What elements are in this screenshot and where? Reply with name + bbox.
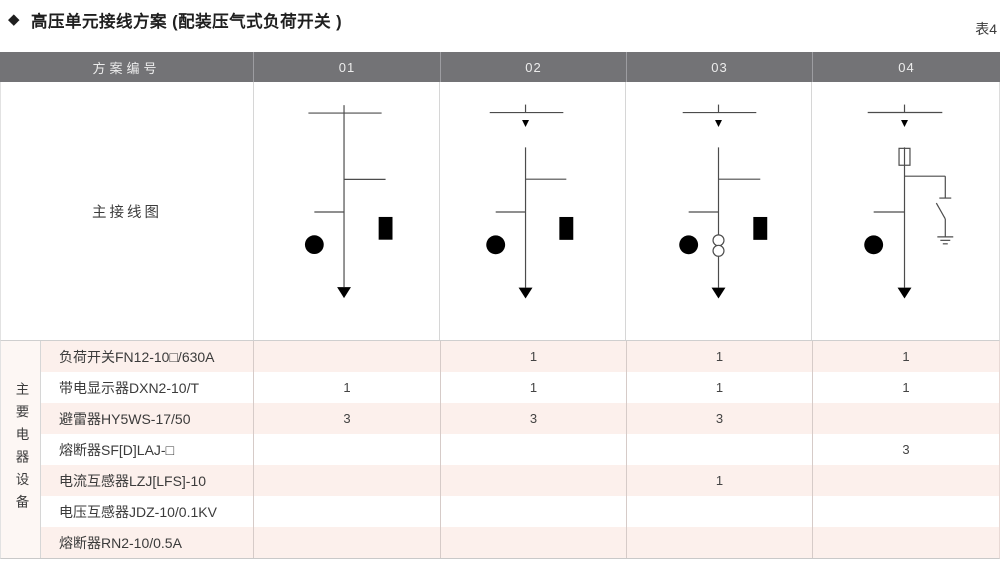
live-display-icon: [863, 211, 883, 266]
table-row: 避雷器HY5WS-17/50 3 3 3: [41, 403, 999, 434]
table-row: 带电显示器DXN2-10/T 1 1 1 1: [41, 372, 999, 403]
equipment-name: 熔断器SF[D]LAJ-□: [59, 441, 175, 458]
qty-cell: [253, 527, 440, 558]
qty-cell: [440, 496, 626, 527]
busbar: [682, 104, 757, 114]
equipment-side-label: 主要电器设备: [13, 382, 29, 517]
wiring-diagram-01: [304, 105, 394, 299]
qty-cell: 3: [626, 403, 812, 434]
cable-outgoing-icon: [337, 287, 351, 299]
table-row: 负荷开关FN12-10□/630A 1 1 1: [41, 341, 999, 372]
scheme-table: 方案编号 01 02 03 04 主接线图: [0, 52, 1000, 559]
title-bar: ◆ 高压单元接线方案 (配装压气式负荷开关 ) 表4: [0, 6, 1000, 46]
diagram-row: 主接线图: [0, 82, 1000, 341]
qty-cell: [440, 434, 626, 465]
table-number-label: 表4: [975, 21, 997, 37]
equipment-side-cell: 主要电器设备: [1, 341, 41, 558]
diamond-bullet-icon: ◆: [8, 11, 20, 28]
qty-cell: [626, 434, 812, 465]
qty-cell: 1: [626, 372, 812, 403]
equipment-name: 电流互感器LZJ[LFS]-10: [59, 472, 207, 489]
qty-cell: [440, 527, 626, 558]
equipment-section: 主要电器设备 负荷开关FN12-10□/630A 1 1 1 带电显示器DXN2…: [0, 341, 1000, 559]
qty-cell: 1: [253, 372, 440, 403]
diagram-row-label: 主接线图: [92, 204, 162, 221]
wiring-diagram-03: [679, 104, 769, 299]
header-scheme-01: 01: [253, 52, 440, 82]
qty-cell: [626, 527, 812, 558]
busbar: [308, 105, 382, 114]
wiring-diagram-cell-03: [625, 82, 811, 340]
equipment-name: 熔断器RN2-10/0.5A: [59, 534, 182, 551]
qty-cell: [812, 465, 999, 496]
qty-cell: 3: [440, 403, 626, 434]
qty-cell: 1: [626, 341, 812, 372]
qty-cell: [626, 496, 812, 527]
table-row: 电流互感器LZJ[LFS]-10 1: [41, 465, 999, 496]
qty-cell: [253, 341, 440, 372]
equipment-name: 避雷器HY5WS-17/50: [59, 410, 191, 427]
qty-cell: 3: [812, 434, 999, 465]
wiring-diagram-cell-04: [811, 82, 999, 340]
surge-arrester-icon: [752, 179, 769, 251]
qty-cell: [812, 527, 999, 558]
surge-arrester-icon: [377, 179, 394, 251]
live-display-icon: [304, 211, 324, 265]
qty-cell: [253, 434, 440, 465]
qty-cell: [253, 496, 440, 527]
current-transformer-icon: [712, 234, 725, 257]
qty-cell: 1: [626, 465, 812, 496]
header-scheme-03: 03: [626, 52, 812, 82]
header-scheme-04: 04: [812, 52, 1000, 82]
equipment-rows: 负荷开关FN12-10□/630A 1 1 1 带电显示器DXN2-10/T 1…: [41, 341, 999, 558]
cable-outgoing-icon: [711, 287, 726, 299]
qty-cell: 3: [253, 403, 440, 434]
qty-cell: 1: [440, 341, 626, 372]
qty-cell: [253, 465, 440, 496]
wiring-diagram-cell-02: [439, 82, 625, 340]
busbar: [867, 104, 942, 114]
cable-outgoing-icon: [518, 287, 533, 299]
cable-outgoing-icon: [897, 287, 911, 299]
table-header-row: 方案编号 01 02 03 04: [0, 52, 1000, 82]
wiring-diagram-02: [486, 104, 575, 299]
table-row: 熔断器SF[D]LAJ-□ 3: [41, 434, 999, 465]
equipment-name: 带电显示器DXN2-10/T: [59, 379, 200, 396]
earthing-switch-icon: [904, 175, 953, 245]
equipment-name: 负荷开关FN12-10□/630A: [59, 348, 215, 365]
load-switch-icon: [899, 112, 908, 148]
load-switch-icon: [714, 112, 722, 148]
busbar: [489, 104, 564, 114]
live-display-icon: [486, 211, 506, 266]
header-scheme-col-label: 方案编号: [92, 60, 161, 76]
equipment-name: 电压互感器JDZ-10/0.1KV: [59, 503, 217, 520]
qty-cell: [812, 496, 999, 527]
qty-cell: 1: [440, 372, 626, 403]
fuse-icon: [897, 147, 911, 166]
table-row: 熔断器RN2-10/0.5A: [41, 527, 999, 558]
qty-cell: [812, 403, 999, 434]
qty-cell: 1: [812, 372, 999, 403]
wiring-diagram-cell-01: [253, 82, 439, 340]
table-row: 电压互感器JDZ-10/0.1KV: [41, 496, 999, 527]
load-switch-icon: [521, 112, 530, 148]
surge-arrester-icon: [558, 179, 575, 251]
qty-cell: [440, 465, 626, 496]
header-scheme-02: 02: [440, 52, 626, 82]
qty-cell: 1: [812, 341, 999, 372]
wiring-diagram-04: [863, 104, 953, 299]
page-title: 高压单元接线方案 (配装压气式负荷开关 ): [31, 13, 343, 31]
live-display-icon: [679, 211, 699, 266]
